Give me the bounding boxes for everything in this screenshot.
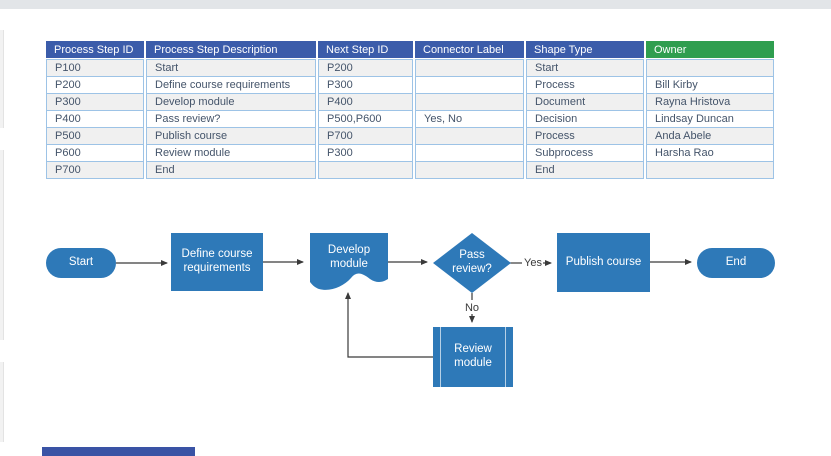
table-cell[interactable]: P100 xyxy=(46,59,144,77)
table-cell[interactable] xyxy=(646,59,774,77)
table-cell[interactable] xyxy=(646,162,774,179)
window-top-bar xyxy=(0,0,831,9)
left-window-edge xyxy=(0,362,4,442)
table-cell[interactable]: Review module xyxy=(146,145,316,162)
subprocess-bar xyxy=(440,327,441,387)
left-window-edge xyxy=(0,150,4,340)
left-window-edge xyxy=(0,30,4,128)
table-cell[interactable] xyxy=(415,128,524,145)
table-cell[interactable]: End xyxy=(146,162,316,179)
table-header-row: Process Step ID Process Step Description… xyxy=(46,41,774,59)
column-header-next-step-id[interactable]: Next Step ID xyxy=(318,41,413,59)
table-cell[interactable]: P700 xyxy=(46,162,144,179)
table-cell[interactable]: Subprocess xyxy=(526,145,644,162)
edge-label-no: No xyxy=(464,302,480,314)
table-cell[interactable]: Process xyxy=(526,77,644,94)
column-header-connector-label[interactable]: Connector Label xyxy=(415,41,524,59)
partial-bottom-button[interactable] xyxy=(42,447,195,456)
column-header-process-step-id[interactable]: Process Step ID xyxy=(46,41,144,59)
table-cell[interactable]: P600 xyxy=(46,145,144,162)
flow-node-label: Define course requirements xyxy=(181,248,253,274)
table-cell[interactable] xyxy=(415,145,524,162)
table-cell[interactable]: P500 xyxy=(46,128,144,145)
table-cell[interactable]: Bill Kirby xyxy=(646,77,774,94)
flow-node-label: Review module xyxy=(454,343,492,369)
table-cell[interactable] xyxy=(415,162,524,179)
table-cell[interactable]: P200 xyxy=(46,77,144,94)
table-cell[interactable]: P400 xyxy=(318,94,413,111)
table-cell[interactable]: P700 xyxy=(318,128,413,145)
process-table: Process Step ID Process Step Description… xyxy=(44,41,776,179)
flow-node-review-module[interactable]: Review module xyxy=(433,327,513,387)
table-cell[interactable]: Start xyxy=(526,59,644,77)
flow-node-pass-review-shape[interactable] xyxy=(433,233,511,293)
table-cell[interactable]: Pass review? xyxy=(146,111,316,128)
table-cell[interactable]: Rayna Hristova xyxy=(646,94,774,111)
column-header-shape-type[interactable]: Shape Type xyxy=(526,41,644,59)
flow-node-end[interactable]: End xyxy=(697,248,775,278)
flow-node-label: Publish course xyxy=(565,255,642,268)
table-cell[interactable]: Start xyxy=(146,59,316,77)
column-header-owner[interactable]: Owner xyxy=(646,41,774,59)
flow-node-label: Start xyxy=(68,256,94,269)
table-cell[interactable] xyxy=(415,77,524,94)
flow-node-start[interactable]: Start xyxy=(46,248,116,278)
table-cell[interactable]: P300 xyxy=(318,77,413,94)
table-cell[interactable]: End xyxy=(526,162,644,179)
table-cell[interactable]: P500,P600 xyxy=(318,111,413,128)
table-cell[interactable] xyxy=(318,162,413,179)
table-cell[interactable]: Document xyxy=(526,94,644,111)
table-cell[interactable]: Define course requirements xyxy=(146,77,316,94)
table-cell[interactable]: Anda Abele xyxy=(646,128,774,145)
table-cell[interactable]: P400 xyxy=(46,111,144,128)
table-cell[interactable]: P300 xyxy=(318,145,413,162)
table-cell[interactable]: Develop module xyxy=(146,94,316,111)
subprocess-bar xyxy=(505,327,506,387)
table-cell[interactable]: P300 xyxy=(46,94,144,111)
table-cell[interactable]: Publish course xyxy=(146,128,316,145)
table-cell[interactable]: Decision xyxy=(526,111,644,128)
table-cell[interactable] xyxy=(415,59,524,77)
flow-node-develop-module-shape[interactable] xyxy=(310,233,388,296)
edge-label-yes: Yes xyxy=(524,257,542,269)
flow-node-publish-course[interactable]: Publish course xyxy=(557,233,650,292)
table-cell[interactable]: Process xyxy=(526,128,644,145)
table-cell[interactable]: Yes, No xyxy=(415,111,524,128)
flow-node-label: End xyxy=(725,256,747,269)
table-cell[interactable] xyxy=(415,94,524,111)
table-cell[interactable]: P200 xyxy=(318,59,413,77)
column-header-process-step-description[interactable]: Process Step Description xyxy=(146,41,316,59)
flow-node-define-course-requirements[interactable]: Define course requirements xyxy=(171,233,263,291)
connector-review-develop xyxy=(345,292,433,358)
table-cell[interactable]: Lindsay Duncan xyxy=(646,111,774,128)
table-cell[interactable]: Harsha Rao xyxy=(646,145,774,162)
